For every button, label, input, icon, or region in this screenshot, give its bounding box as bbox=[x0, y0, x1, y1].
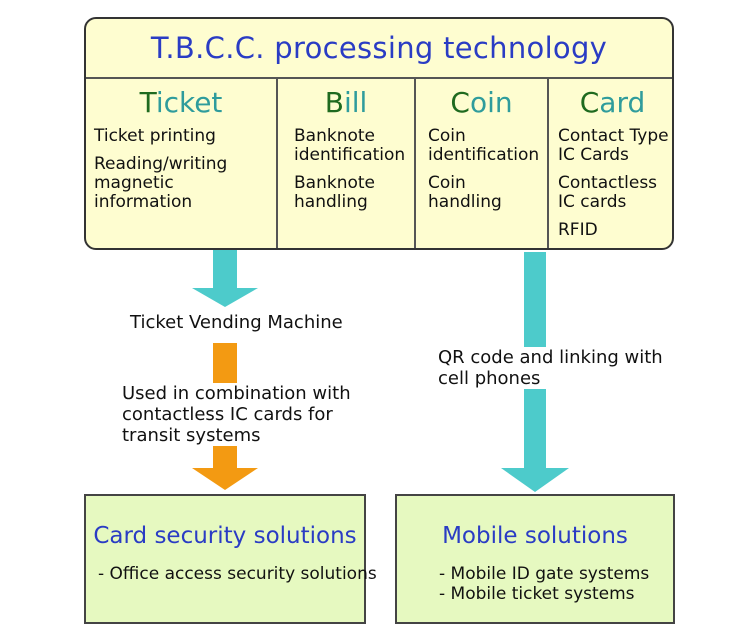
column-title-card: Card bbox=[579, 86, 646, 119]
main-title: T.B.C.C. processing technology bbox=[86, 19, 672, 79]
column-item: Contactless IC cards bbox=[558, 173, 658, 212]
column-item: Banknote handling bbox=[294, 173, 375, 212]
mobile-solutions-box: Mobile solutions - Mobile ID gate system… bbox=[395, 494, 675, 624]
teal-arrow-left bbox=[192, 250, 258, 307]
column-item: Banknote identification bbox=[294, 126, 406, 165]
combination-label: Used in combination with contactless IC … bbox=[122, 383, 351, 446]
solution-item: - Mobile ticket systems bbox=[439, 584, 635, 604]
column-item: Contact Type IC Cards bbox=[558, 126, 669, 165]
column-ticket: Ticket Ticket printing Reading/writing m… bbox=[86, 79, 278, 248]
column-item: Coin identification bbox=[428, 126, 540, 165]
column-item: Reading/writing magnetic information bbox=[94, 154, 228, 212]
qr-code-label: QR code and linking with cell phones bbox=[438, 347, 663, 389]
ticket-vending-label: Ticket Vending Machine bbox=[130, 312, 343, 333]
column-item: Coin handling bbox=[428, 173, 502, 212]
card-security-title: Card security solutions bbox=[93, 523, 357, 549]
mobile-solutions-title: Mobile solutions bbox=[442, 523, 628, 549]
column-coin: Coin Coin identification Coin handling bbox=[416, 79, 549, 248]
column-item: RFID bbox=[558, 220, 598, 240]
solution-item: - Office access security solutions bbox=[98, 564, 377, 584]
column-title-bill: Bill bbox=[324, 86, 368, 119]
column-title-ticket: Ticket bbox=[139, 86, 223, 119]
tbcc-technology-box: T.B.C.C. processing technology Ticket Ti… bbox=[84, 17, 674, 250]
orange-arrow-head bbox=[192, 446, 258, 490]
column-card: Card Contact Type IC Cards Contactless I… bbox=[549, 79, 672, 248]
column-bill: Bill Banknote identification Banknote ha… bbox=[278, 79, 416, 248]
column-title-coin: Coin bbox=[450, 86, 513, 119]
column-item: Ticket printing bbox=[94, 126, 216, 146]
card-security-box: Card security solutions - Office access … bbox=[84, 494, 377, 624]
solution-item: - Mobile ID gate systems bbox=[439, 564, 650, 584]
